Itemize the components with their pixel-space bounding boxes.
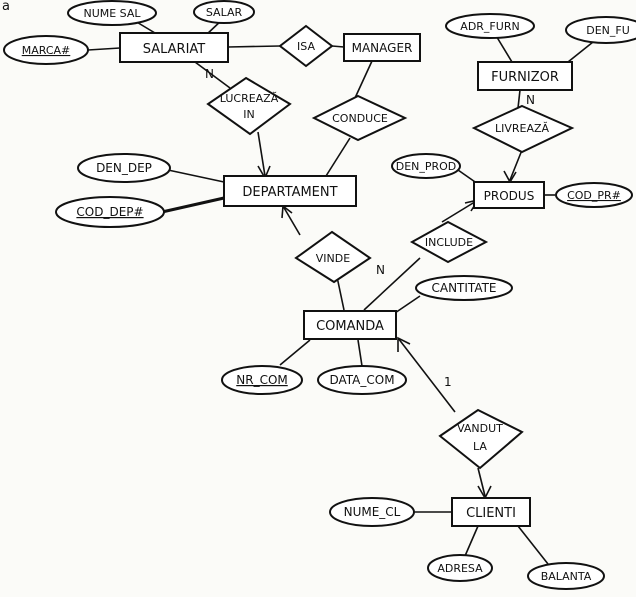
entity-produs[interactable]: PRODUS [473, 181, 545, 209]
line-manager-conduce [354, 60, 373, 99]
line-lucreaza-departament [257, 131, 266, 177]
entity-departament[interactable]: DEPARTAMENT [223, 175, 357, 207]
entity-furnizor-label: FURNIZOR [491, 70, 559, 85]
attribute-nume-cl-label: NUME_CL [344, 505, 401, 519]
line-comanda-datacom [357, 339, 363, 367]
entity-comanda[interactable]: COMANDA [303, 310, 397, 340]
attribute-den-prod-label: DEN_PROD [396, 160, 457, 173]
relationship-vinde-label: VINDE [316, 252, 350, 265]
entity-manager-label: MANAGER [352, 41, 413, 55]
relationship-vandut-la[interactable]: VANDUT LA [438, 408, 524, 470]
entity-salariat[interactable]: SALARIAT [119, 32, 229, 63]
line-include-comanda [363, 257, 421, 311]
attribute-balanta[interactable]: BALANTA [527, 562, 605, 590]
entity-salariat-label: SALARIAT [143, 42, 206, 57]
cardinality-salariat-lucreaza: N [205, 67, 214, 81]
relationship-include[interactable]: INCLUDE [409, 220, 489, 264]
line-vandut-clienti [477, 467, 486, 497]
arrow-vandut-comanda [397, 336, 411, 352]
relationship-vinde[interactable]: VINDE [294, 230, 372, 284]
attribute-marca[interactable]: MARCA# [3, 35, 89, 65]
attribute-nume-cl[interactable]: NUME_CL [329, 497, 415, 527]
line-isa-manager [331, 45, 345, 48]
attribute-cod-dep-label: COD_DEP# [76, 205, 143, 219]
entity-clienti[interactable]: CLIENTI [451, 497, 531, 527]
attribute-den-dep-label: DEN_DEP [96, 161, 152, 175]
attribute-adr-furn[interactable]: ADR_FURN [445, 13, 535, 39]
attribute-cod-pr[interactable]: COD_PR# [555, 182, 633, 208]
relationship-livreaza-label: LIVREAZĂ [495, 122, 550, 135]
header-fragment: a [2, 0, 10, 14]
attribute-nume-sal[interactable]: NUME SAL [67, 0, 157, 26]
connectors [87, 17, 599, 565]
line-salariat-isa [227, 45, 281, 48]
relationship-vandut-la-label-2: LA [473, 440, 487, 453]
attribute-nume-sal-label: NUME SAL [83, 7, 141, 20]
entity-comanda-label: COMANDA [316, 319, 384, 334]
attribute-data-com-label: DATA_COM [329, 373, 394, 387]
line-comanda-nrcom [279, 339, 311, 366]
line-furnizor-livreaza [517, 89, 521, 109]
entity-furnizor[interactable]: FURNIZOR [477, 61, 573, 91]
attribute-adresa[interactable]: ADRESA [427, 554, 493, 582]
attribute-data-com[interactable]: DATA_COM [317, 365, 407, 395]
cardinality-comanda-include: N [376, 263, 385, 277]
line-coddep-departament [161, 196, 225, 214]
entity-manager[interactable]: MANAGER [343, 33, 421, 62]
relationship-conduce[interactable]: CONDUCE [311, 94, 408, 142]
relationship-vandut-la-label-1: VANDUT [457, 422, 503, 435]
line-marca-salariat [87, 47, 121, 51]
entity-departament-label: DEPARTAMENT [242, 185, 337, 200]
relationship-lucreaza-in-label-1: LUCREAZĂ [220, 92, 279, 105]
attribute-adr-furn-label: ADR_FURN [460, 20, 519, 33]
line-dendep-departament [167, 169, 225, 183]
line-comanda-vandut [397, 337, 456, 413]
relationship-lucreaza-in-label-2: IN [243, 108, 254, 121]
attribute-marca-label: MARCA# [22, 44, 71, 57]
attribute-den-furn-label: DEN_FU [586, 24, 630, 37]
attribute-cod-pr-label: COD_PR# [567, 189, 621, 202]
cardinality-furnizor-livreaza: N [526, 93, 535, 107]
line-departament-vinde [282, 205, 301, 236]
attribute-cod-dep[interactable]: COD_DEP# [55, 196, 165, 228]
line-clienti-balanta [517, 525, 549, 565]
relationship-isa[interactable]: ISA [278, 24, 334, 68]
attribute-salar-label: SALAR [206, 6, 243, 19]
relationship-include-label: INCLUDE [425, 236, 473, 249]
attribute-adresa-label: ADRESA [437, 562, 483, 575]
line-produs-include [441, 199, 479, 223]
attribute-den-prod[interactable]: DEN_PROD [391, 153, 461, 179]
attribute-cantitate-label: CANTITATE [431, 281, 496, 295]
entity-produs-label: PRODUS [484, 189, 535, 203]
attribute-balanta-label: BALANTA [541, 570, 592, 583]
line-conduce-departament [325, 137, 351, 177]
attribute-den-dep[interactable]: DEN_DEP [77, 153, 171, 183]
entity-clienti-label: CLIENTI [466, 506, 516, 521]
attribute-cantitate[interactable]: CANTITATE [415, 275, 513, 301]
cardinality-comanda-vandut: 1 [444, 375, 452, 389]
arrow-livreaza-produs [503, 170, 517, 184]
relationship-isa-label: ISA [297, 40, 315, 53]
line-salariat-lucreaza [194, 61, 231, 89]
attribute-den-furn[interactable]: DEN_FU [565, 16, 636, 44]
attribute-salar[interactable]: SALAR [193, 0, 255, 24]
relationship-conduce-label: CONDUCE [332, 112, 388, 125]
attribute-nr-com[interactable]: NR_COM [221, 365, 303, 395]
attribute-nr-com-label: NR_COM [236, 373, 288, 387]
relationship-lucreaza-in[interactable]: LUCREAZĂ IN [206, 76, 292, 136]
line-clienti-adresa [464, 525, 479, 557]
line-livreaza-produs [509, 149, 523, 181]
relationship-livreaza[interactable]: LIVREAZĂ [471, 104, 575, 154]
